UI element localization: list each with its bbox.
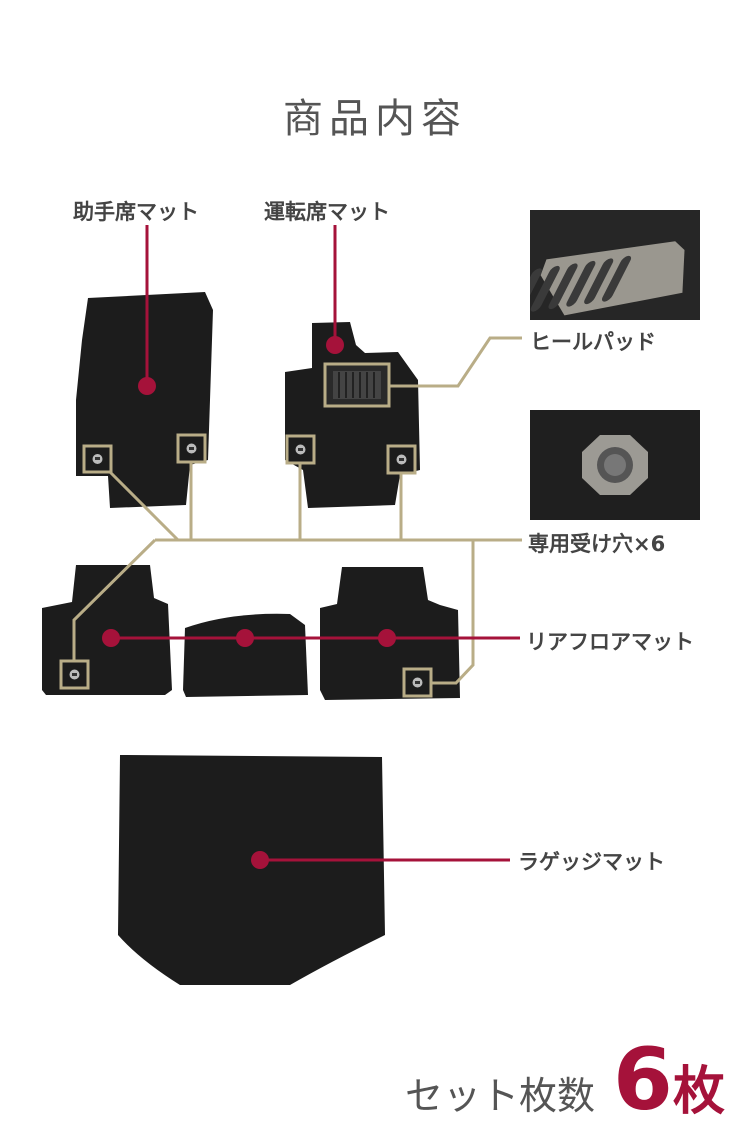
fastener-icon — [402, 667, 433, 698]
driver-callout-dot — [326, 336, 344, 354]
driver-mat-label: 運転席マット — [264, 200, 390, 224]
rear-floor-mat-label: リアフロアマット — [526, 630, 694, 654]
page-title: 商品内容 — [283, 96, 467, 142]
luggage-mat — [118, 755, 385, 985]
fastener-icon — [285, 434, 316, 465]
fastener-holes-label: 専用受け穴×6 — [528, 532, 666, 556]
set-count-label: セット枚数 — [405, 1074, 596, 1118]
heel-pad-photo — [530, 210, 700, 320]
set-count-unit: 枚 — [672, 1062, 725, 1122]
luggage-callout-dot — [251, 851, 269, 869]
fastener-icon — [386, 444, 417, 475]
rear-callout-dot — [378, 629, 396, 647]
fastener-icon — [82, 444, 113, 474]
fastener-photo — [530, 410, 700, 520]
set-count-number: 6 — [613, 1030, 673, 1130]
set-count: セット枚数 6枚 — [405, 1030, 725, 1130]
luggage-mat-label: ラゲッジマット — [518, 850, 665, 874]
heel-pad-marker — [323, 362, 391, 408]
fastener-callout-lines — [72, 336, 522, 685]
mat-diagram — [42, 225, 522, 985]
fastener-icon — [59, 659, 90, 690]
fastener-icon — [176, 433, 207, 464]
rear-callout-dot — [102, 629, 120, 647]
fastener-markers — [59, 433, 433, 698]
rear-callout-dot — [236, 629, 254, 647]
passenger-mat-label: 助手席マット — [73, 200, 199, 224]
heel-pad-label: ヒールパッド — [530, 330, 656, 354]
passenger-callout-dot — [138, 377, 156, 395]
rear-mat-center — [183, 613, 308, 697]
